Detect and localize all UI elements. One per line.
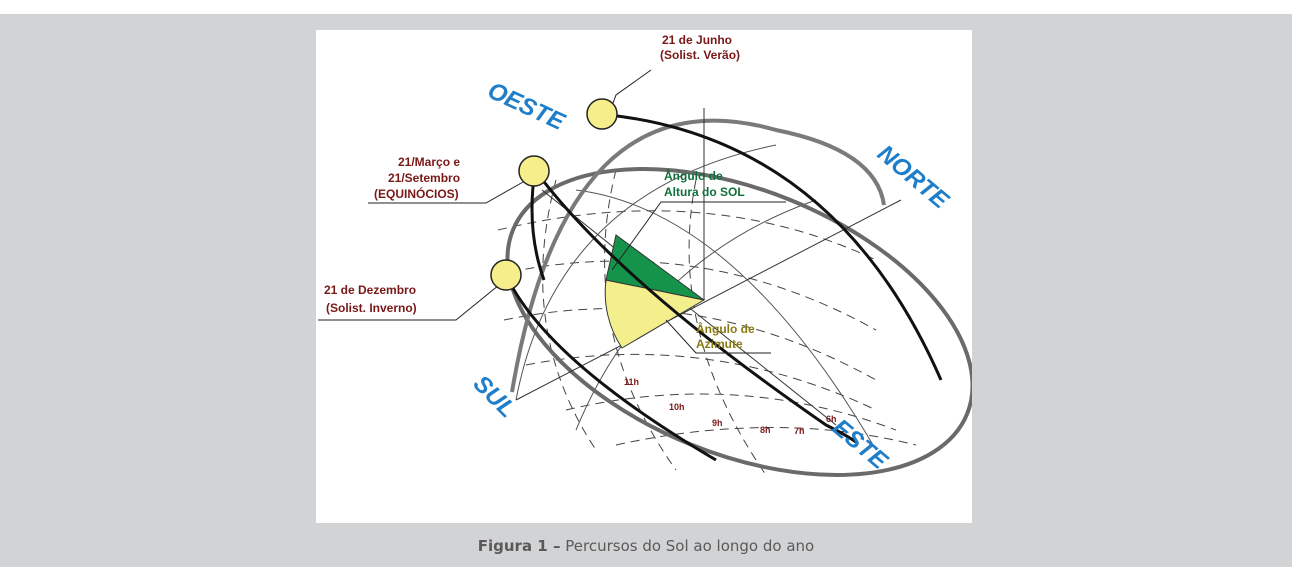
december-label-2: (Solist. Inverno) <box>326 301 417 315</box>
sun-equinox <box>518 155 550 187</box>
hour-label: 10h <box>669 402 685 412</box>
sun-june <box>586 98 618 130</box>
hour-label: 6h <box>826 414 837 424</box>
june-label-2: (Solist. Verão) <box>660 48 740 62</box>
horizon-axes <box>515 108 902 426</box>
sun-december <box>490 259 522 291</box>
figure-caption: Figura 1 – Percursos do Sol ao longo do … <box>0 537 1292 555</box>
sun-paths <box>504 113 943 462</box>
altitude-label-2: Altura do SOL <box>664 185 745 199</box>
equinox-label-1: 21/Março e <box>398 155 460 169</box>
hour-label: 9h <box>712 418 723 428</box>
equinox-label-2: 21/Setembro <box>388 171 460 185</box>
hour-label: 11h <box>624 377 639 387</box>
june-label-1: 21 de Junho <box>662 33 732 47</box>
azimuth-angle-sector <box>604 279 706 349</box>
azimuth-label-2: Azimute <box>696 337 743 351</box>
caption-text: Percursos do Sol ao longo do ano <box>565 537 815 555</box>
hour-label: 7h <box>794 426 805 436</box>
pointer-lines <box>318 69 786 354</box>
hour-label: 8h <box>760 425 771 435</box>
altitude-angle-sector <box>605 234 705 301</box>
sun-path-diagram: OESTE NORTE SUL ESTE 21 de Junho (Solist… <box>316 30 972 523</box>
west-label: OESTE <box>483 77 569 136</box>
azimuth-label-1: Ângulo de <box>696 321 755 336</box>
suns <box>490 98 618 291</box>
caption-label: Figura 1 – <box>477 537 561 555</box>
december-label-1: 21 de Dezembro <box>324 283 416 297</box>
meridian-arch <box>510 118 886 393</box>
equinox-label-3: (EQUINÓCIOS) <box>374 186 459 201</box>
altitude-label-1: Ângulo de <box>664 168 723 183</box>
